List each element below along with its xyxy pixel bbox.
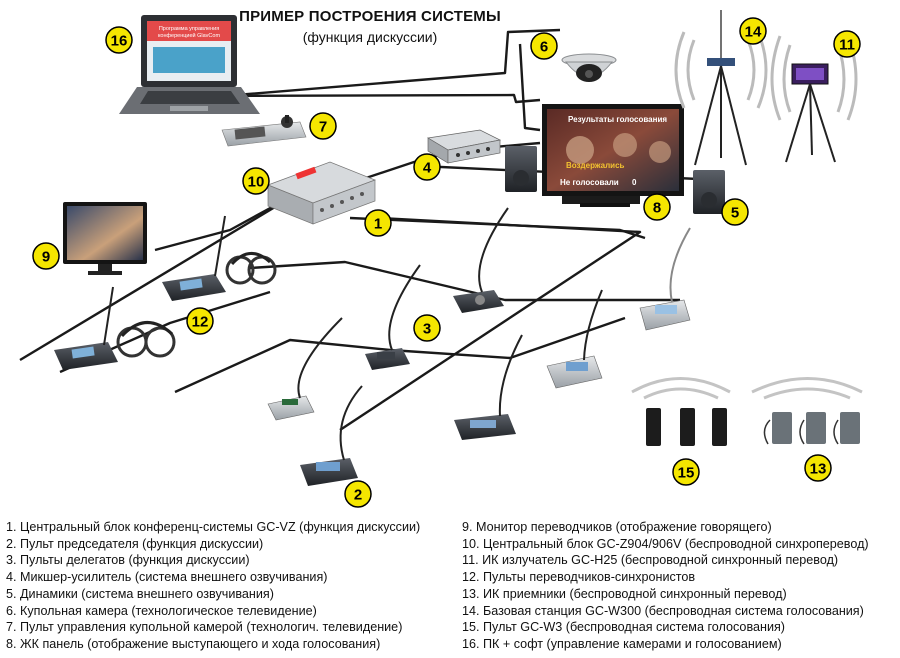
svg-text:2: 2 <box>354 487 362 504</box>
legend-item-5: 5. Динамики (система внешнего озвучивани… <box>6 586 274 601</box>
badge-2: 2 <box>344 480 372 508</box>
badge-12: 12 <box>186 307 214 335</box>
chairman-console <box>300 385 363 486</box>
legend-item-8: 8. ЖК панель (отображение выступающего и… <box>6 636 381 651</box>
cable-delegate-row-3 <box>339 216 642 432</box>
svg-text:7: 7 <box>319 119 327 136</box>
svg-text:13: 13 <box>810 461 827 478</box>
tv-not-voted-label: Не голосовали <box>560 178 619 187</box>
cable-unit-to-monitor <box>154 198 286 252</box>
speaker-left <box>505 146 537 192</box>
camera-control-keypad <box>221 115 307 147</box>
diagram-subtitle: (функция дискуссии) <box>302 29 438 45</box>
legend-item-14: 14. Базовая станция GC-W300 (беспроводна… <box>462 603 864 618</box>
interpreter-console-2 <box>54 286 176 370</box>
badge-7: 7 <box>309 112 337 140</box>
legend-item-13: 13. ИК приемники (беспроводной синхронны… <box>462 586 787 601</box>
legend-left-column: 1. Центральный блок конференц-системы GC… <box>6 519 446 653</box>
svg-text:1: 1 <box>374 216 382 233</box>
legend-item-6: 6. Купольная камера (технологическое тел… <box>6 603 317 618</box>
svg-text:10: 10 <box>248 174 265 191</box>
delegate-console-5 <box>546 289 603 389</box>
badge-5: 5 <box>721 198 749 226</box>
badge-6: 6 <box>530 32 558 60</box>
badge-9: 9 <box>32 242 60 270</box>
delegate-console-3 <box>267 317 343 421</box>
svg-text:15: 15 <box>678 465 695 482</box>
delegate-console-2 <box>365 264 421 370</box>
legend-item-7: 7. Пульт управления купольной камерой (т… <box>6 620 403 635</box>
diagram-title: ПРИМЕР ПОСТРОЕНИЯ СИСТЕМЫ <box>239 8 501 25</box>
delegate-console-6 <box>639 227 691 331</box>
legend-item-3: 3. Пульты делегатов (функция дискуссии) <box>6 553 250 568</box>
svg-text:12: 12 <box>192 314 209 331</box>
svg-text:3: 3 <box>423 321 431 338</box>
legend-item-9: 9. Монитор переводчиков (отображение гов… <box>462 520 772 534</box>
legend-item-12: 12. Пульты переводчиков-синхронистов <box>462 570 696 585</box>
legend-item-16: 16. ПК + софт (управление камерами и гол… <box>462 636 782 651</box>
badge-8: 8 <box>643 193 671 221</box>
interpreter-monitor <box>63 202 147 275</box>
svg-text:4: 4 <box>423 160 432 177</box>
system-diagram: Программа управления конференцией GlavCo… <box>19 10 863 508</box>
badge-10: 10 <box>242 167 270 195</box>
svg-text:8: 8 <box>653 200 661 217</box>
svg-text:5: 5 <box>731 205 739 222</box>
badge-11: 11 <box>833 30 861 58</box>
delegate-console-4 <box>454 334 523 440</box>
badge-16: 16 <box>105 26 133 54</box>
legend-item-1: 1. Центральный блок конференц-системы GC… <box>6 520 421 534</box>
svg-text:11: 11 <box>839 37 855 54</box>
legend-item-11: 11. ИК излучатель GC-H25 (беспроводной с… <box>462 553 839 568</box>
speaker-right <box>693 170 725 214</box>
svg-text:14: 14 <box>745 24 762 41</box>
cable-delegate-row-1 <box>249 260 680 302</box>
delegate-console-1 <box>453 207 509 313</box>
legend-right-column: 9. Монитор переводчиков (отображение гов… <box>462 519 898 653</box>
legend-item-2: 2. Пульт председателя (функция дискуссии… <box>6 536 264 551</box>
badge-14: 14 <box>739 17 767 45</box>
laptop-pc: Программа управления конференцией GlavCo… <box>119 15 260 114</box>
badge-1: 1 <box>364 209 392 237</box>
svg-text:6: 6 <box>540 39 548 56</box>
tv-abstained-label: Воздержались <box>566 161 625 170</box>
cable-delegate-row-4 <box>349 216 646 240</box>
svg-text:16: 16 <box>111 33 128 50</box>
ir-receivers <box>751 377 863 445</box>
cable-laptop-to-hub <box>199 93 541 104</box>
badge-3: 3 <box>413 314 441 342</box>
cable-interpreter-bus-1 <box>19 196 291 362</box>
badge-13: 13 <box>804 454 832 482</box>
badge-4: 4 <box>413 153 441 181</box>
cable-laptop-to-camera <box>235 28 561 97</box>
laptop-screen-line2: конференцией GlavCom <box>158 32 221 39</box>
tv-results-title: Результаты голосования <box>568 115 667 124</box>
cable-camera-down <box>518 43 541 132</box>
legend-item-10: 10. Центральный блок GC-Z904/906V (беспр… <box>462 536 869 551</box>
svg-text:9: 9 <box>42 249 50 266</box>
legend-item-4: 4. Микшер-усилитель (система внешнего оз… <box>6 570 328 585</box>
tv-not-voted-value: 0 <box>632 178 637 187</box>
translation-central-unit <box>267 161 376 225</box>
lcd-panel: Результаты голосования Воздержались Не г… <box>542 104 684 207</box>
interpreter-console-1 <box>162 215 277 301</box>
legend-item-15: 15. Пульт GC-W3 (беспроводная система го… <box>462 620 785 635</box>
badge-15: 15 <box>672 458 700 486</box>
voting-remotes <box>631 377 731 446</box>
dome-camera <box>561 53 617 82</box>
mixer-amplifier <box>426 129 502 164</box>
voting-base-station <box>674 10 768 166</box>
number-badges: 16 6 14 11 7 4 10 1 8 5 9 12 3 15 13 2 <box>32 17 861 508</box>
laptop-screen-line1: Программа управления <box>159 26 219 32</box>
